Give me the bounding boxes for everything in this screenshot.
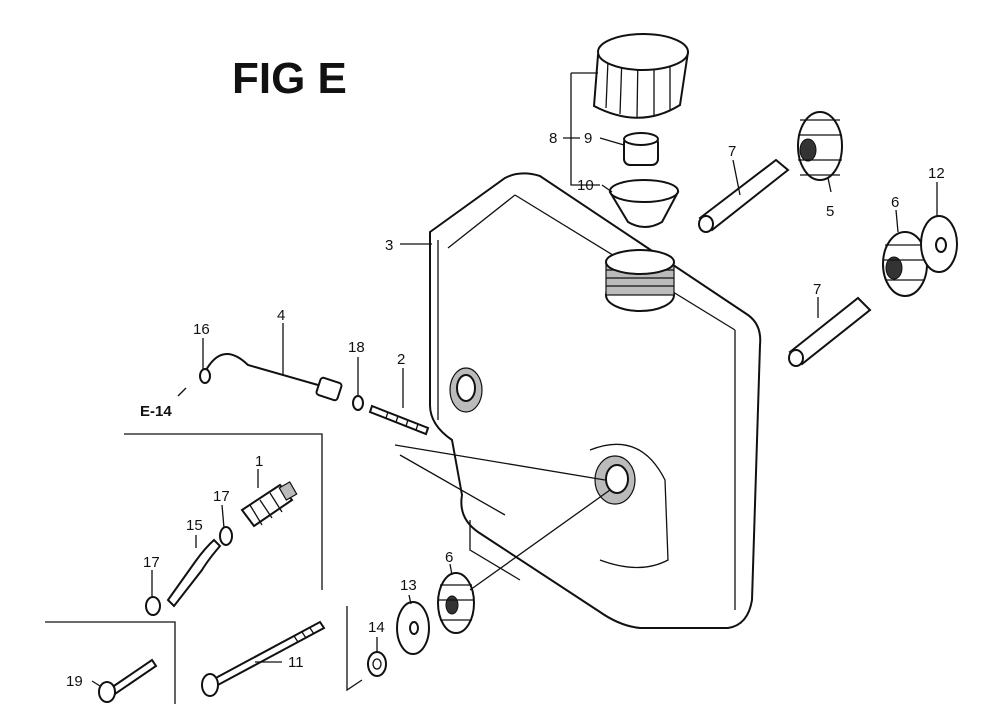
clip-18	[352, 395, 364, 411]
cap-gasket	[623, 132, 659, 166]
callout-8: 8	[549, 130, 557, 147]
mount-rubber-5	[797, 111, 843, 181]
washer-13	[396, 601, 430, 655]
callout-6-upper: 6	[891, 194, 899, 211]
collar-lower	[788, 296, 872, 367]
mount-rubber-6-lower	[437, 572, 475, 634]
clip-16	[199, 368, 211, 384]
callout-2: 2	[397, 351, 405, 368]
bolt-11	[201, 620, 326, 697]
figure-title: FIG E	[232, 54, 347, 103]
fuel-tube-15	[166, 538, 222, 608]
callout-15: 15	[186, 517, 203, 534]
callout-11: 11	[288, 654, 304, 671]
clip-17-upper	[219, 526, 233, 546]
callout-5: 5	[826, 203, 834, 220]
collar-upper	[698, 158, 790, 233]
callout-3: 3	[385, 237, 393, 254]
callout-17-lower: 17	[143, 554, 160, 571]
callout-13: 13	[400, 577, 417, 594]
strainer	[608, 179, 680, 228]
nut-14	[367, 651, 387, 677]
bolt-19	[98, 658, 158, 703]
callout-7-upper: 7	[728, 143, 736, 160]
callout-7-lower: 7	[813, 281, 821, 298]
fuel-cock-1	[240, 481, 298, 528]
reference-label: E-14	[140, 403, 172, 420]
callout-10: 10	[577, 177, 594, 194]
callout-9: 9	[584, 130, 592, 147]
callout-19: 19	[66, 673, 83, 690]
callout-4: 4	[277, 307, 285, 324]
callout-6-lower: 6	[445, 549, 453, 566]
callout-1: 1	[255, 453, 263, 470]
fuel-tank	[429, 172, 762, 629]
callout-14: 14	[368, 619, 385, 636]
leader-lines	[45, 72, 938, 704]
fuel-joint-2	[368, 404, 430, 436]
fuel-tube-4	[204, 353, 343, 402]
filler-cap	[592, 33, 690, 119]
callout-16: 16	[193, 321, 210, 338]
callout-17-upper: 17	[213, 488, 230, 505]
clip-17-lower	[145, 596, 161, 616]
washer-12	[920, 215, 958, 273]
mount-rubber-6-upper	[882, 231, 928, 297]
callout-12: 12	[928, 165, 945, 182]
callout-18: 18	[348, 339, 365, 356]
